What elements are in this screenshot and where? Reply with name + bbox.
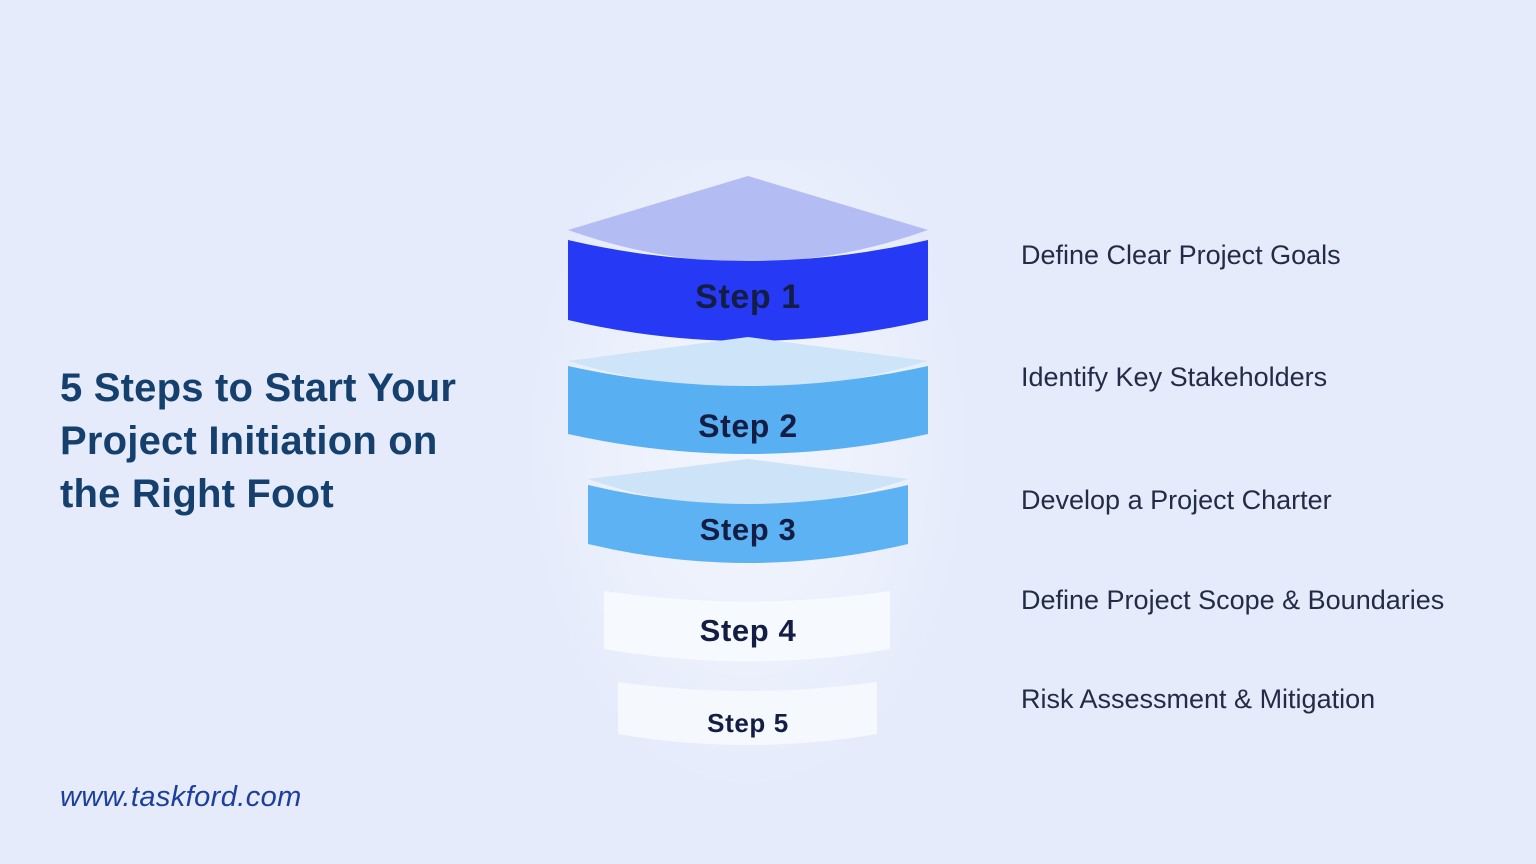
step-2-label: Step 2 (698, 408, 798, 444)
step-2-description: Identify Key Stakeholders (1021, 362, 1328, 392)
step-1-front-face (568, 240, 928, 341)
step-3-top-face (588, 459, 908, 507)
page-title: 5 Steps to Start Your Project Initiation… (60, 362, 456, 521)
step-5-front-face (618, 682, 877, 745)
step-5-label: Step 5 (707, 708, 789, 738)
page-title-line-2: Project Initiation on (60, 419, 438, 463)
step-4-label: Step 4 (699, 613, 797, 648)
page-title-line-1: 5 Steps to Start Your (60, 366, 457, 410)
page-title-line-3: the Right Foot (60, 472, 334, 516)
website-url: www.taskford.com (60, 781, 302, 813)
step-3-front-face (588, 485, 908, 563)
step-2-front-face (568, 366, 928, 454)
step-5-description: Risk Assessment & Mitigation (1021, 684, 1376, 714)
step-3-label: Step 3 (699, 512, 797, 547)
step-4-front-face (604, 591, 890, 662)
step-1-description: Define Clear Project Goals (1021, 240, 1341, 270)
step-2-top-face (568, 337, 928, 389)
step-4-description: Define Project Scope & Boundaries (1021, 585, 1445, 615)
step-1-label: Step 1 (695, 278, 801, 316)
step-1-top-face (568, 176, 928, 262)
step-3-description: Develop a Project Charter (1021, 485, 1332, 515)
